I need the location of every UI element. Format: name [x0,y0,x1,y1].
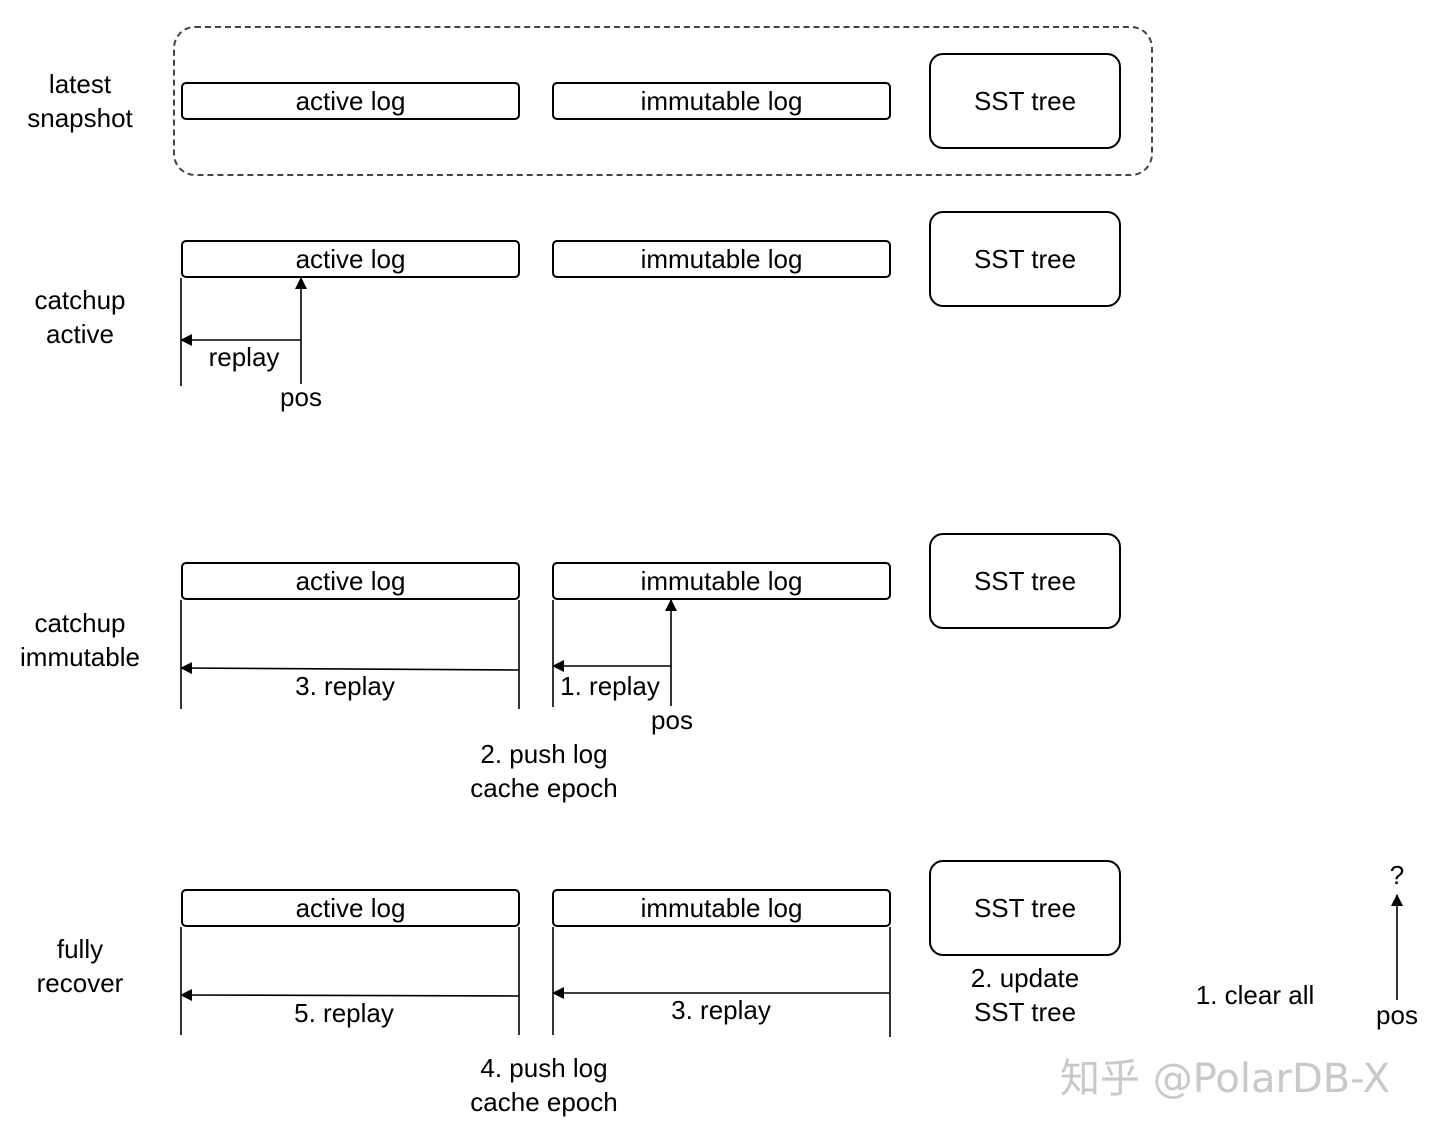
question-mark-label: ? [1389,860,1405,890]
sst-tree-box: SST tree [929,53,1121,149]
active-log-box: active log [181,889,520,927]
pos-label: pos [280,382,322,412]
active-log-box: active log [181,562,520,600]
snapshot-group-frame [173,26,1153,176]
replay-label: replay [208,342,280,372]
sst-tree-box: SST tree [929,860,1121,956]
immutable-log-box: immutable log [552,889,891,927]
row-label-latest-snapshot: latest snapshot [27,69,133,133]
step-3-replay-arrow [180,662,520,675]
step-3-replay-label: 3. replay [295,671,395,701]
sst-tree-box: SST tree [929,211,1121,307]
step-2-push-log-label: 2. push log cache epoch [470,739,618,803]
step-4-push-log-label: 4. push log cache epoch [470,1053,618,1117]
immutable-log-box: immutable log [552,562,891,600]
row-label-fully-recover: fully recover [36,934,124,998]
row-label-catchup-active: catchup active [34,285,126,349]
pos-label: pos [1376,1000,1418,1030]
step-2-update-sst-label: 2. update SST tree [970,963,1080,1027]
pos-label: pos [651,705,693,735]
step-1-clear-all-label: 1. clear all [1195,980,1315,1010]
sst-tree-box: SST tree [929,533,1121,629]
watermark: 知乎 @PolarDB-X [1060,1056,1391,1102]
step-5-replay-arrow [180,989,520,1002]
step-5-replay-label: 5. replay [294,998,394,1028]
immutable-log-box: immutable log [552,82,891,120]
active-log-box: active log [181,240,520,278]
step-3-replay-label: 3. replay [671,995,771,1025]
immutable-log-box: immutable log [552,240,891,278]
row-label-catchup-immutable: catchup immutable [20,608,140,672]
active-log-box: active log [181,82,520,120]
step-1-replay-label: 1. replay [560,671,660,701]
